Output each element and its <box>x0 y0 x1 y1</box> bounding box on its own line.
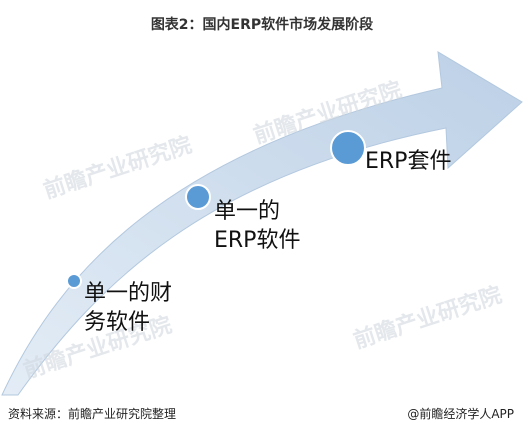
stage-dot-3 <box>330 130 366 166</box>
stage-label-2-line2: ERP软件 <box>214 227 301 253</box>
stage-label-2-line1: 单一的 <box>214 199 281 224</box>
stage-label-1-line1: 单一的财 <box>84 281 173 306</box>
stage-dot-2 <box>185 184 211 210</box>
stage-label-1-line2: 务软件 <box>84 309 151 335</box>
stage-dot-1 <box>66 273 82 289</box>
stage-label-3-line1: ERP套件 <box>365 149 452 174</box>
growth-arrow <box>1 51 523 396</box>
brand-credit: @前瞻经济学人APP <box>407 407 514 421</box>
stage-label-1: 单一的财 务软件 <box>84 280 204 337</box>
stage-label-2: 单一的 ERP软件 <box>214 198 334 255</box>
source-note: 资料来源：前瞻产业研究院整理 <box>8 407 177 421</box>
stage-label-3: ERP套件 <box>365 148 451 177</box>
diagram-title: 图表2：国内ERP软件市场发展阶段 <box>150 17 374 33</box>
